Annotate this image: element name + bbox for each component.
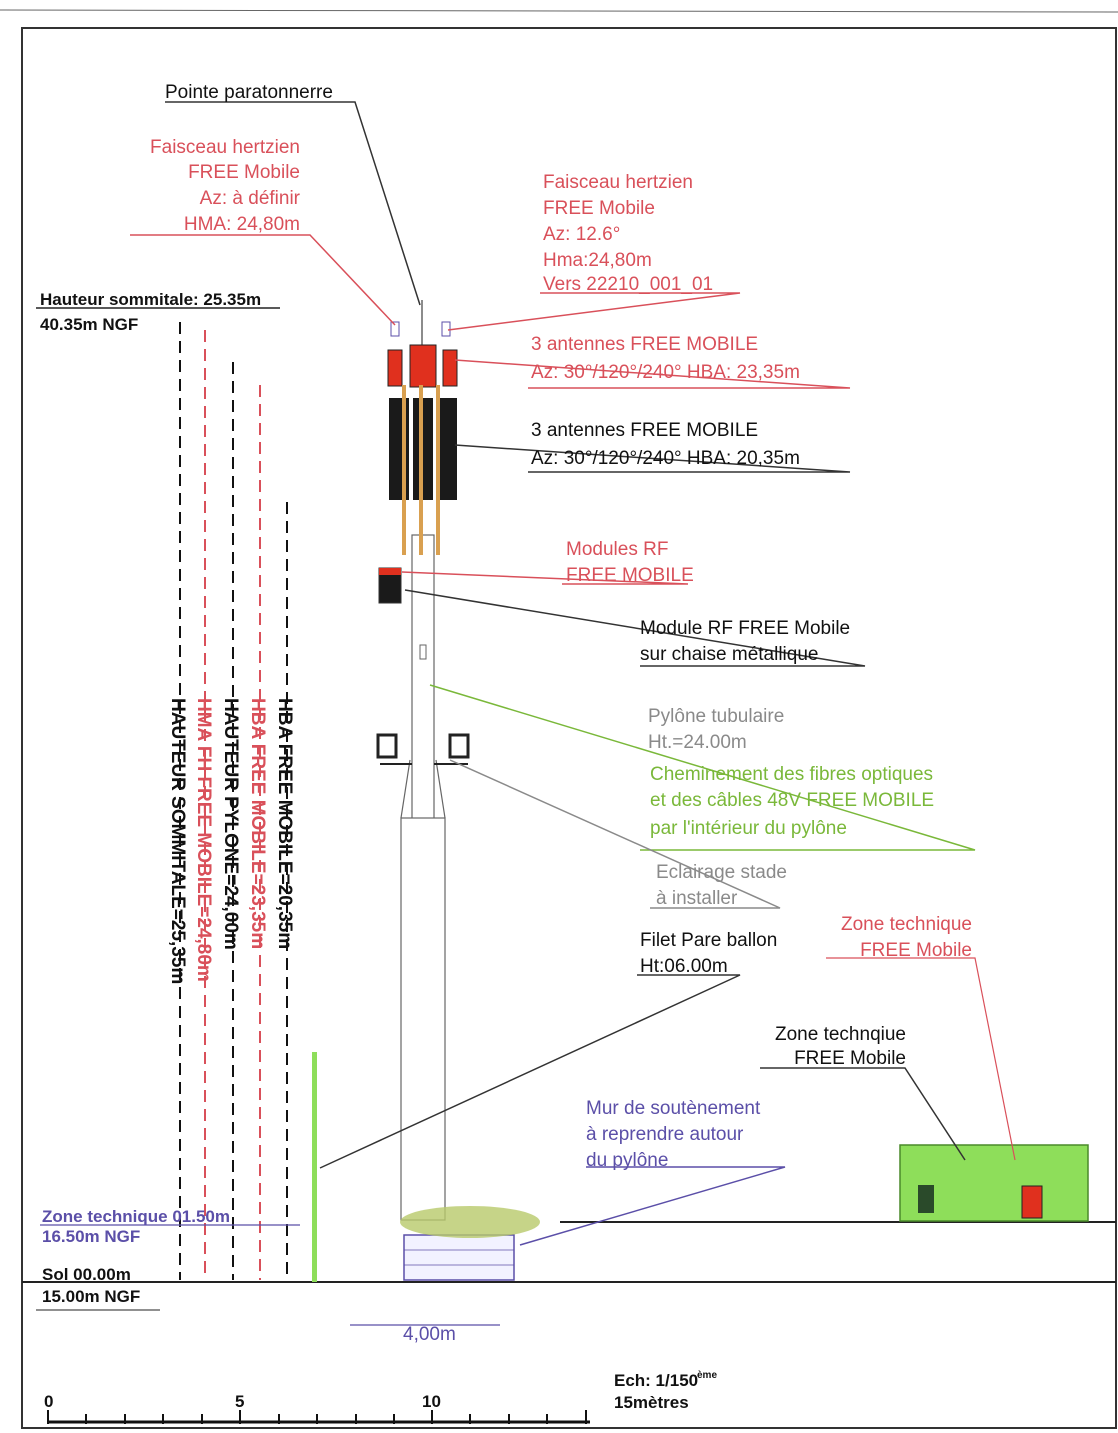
fh-right-line-2: FREE Mobile <box>543 198 655 219</box>
tech-zone-building <box>899 1144 1089 1222</box>
mur-line-3: du pylône <box>586 1150 668 1171</box>
cheminement-line-1: Cheminement des fibres optiques <box>650 764 933 785</box>
fh-right-line-1: Faisceau hertzien <box>543 172 693 193</box>
scale-tick-10: 10 <box>422 1392 441 1411</box>
vdim-hauteur-sommitale: HAUTEUR SOMMITALE=25,35m <box>167 698 188 984</box>
vdim-hauteur-pylone: HAUTEUR PYLONE=24,00m <box>220 698 241 950</box>
fh-left-line-2: FREE Mobile <box>188 162 300 183</box>
cheminement-line-2: et des câbles 48V FREE MOBILE <box>650 790 934 811</box>
label-pointe-paratonnerre: Pointe paratonnerre <box>165 82 333 103</box>
label-ngf-top: 40.35m NGF <box>40 315 138 334</box>
zone-tech-red-line-2: FREE Mobile <box>860 940 972 961</box>
module-chaise-line-1: Module RF FREE Mobile <box>640 618 850 639</box>
label-echelle: Ech: 1/150 <box>614 1371 698 1390</box>
label-echelle-superscript: ème <box>697 1370 717 1381</box>
zone-tech-black-line-1: Zone technqiue <box>775 1024 906 1045</box>
leader-lines <box>36 101 1016 1326</box>
vegetation <box>400 1206 540 1238</box>
label-metres: 15mètres <box>614 1393 689 1412</box>
vdim-hma: HMA FH FREE MOBILE=24,80m <box>193 698 214 982</box>
fh-dish-right-icon <box>441 321 451 337</box>
scale-bar <box>47 1410 590 1424</box>
antennas-black-line-1: 3 antennes FREE MOBILE <box>531 420 758 441</box>
module-chaise-line-2: sur chaise métallique <box>640 644 818 665</box>
net-post <box>312 1052 317 1282</box>
antennas-red-line-2: Az: 30°/120°/240° HBA: 23,35m <box>531 362 800 383</box>
filet-line-2: Ht:06.00m <box>640 956 728 977</box>
zone-tech-red-line-1: Zone technique <box>841 914 972 935</box>
cheminement-line-3: par l'intérieur du pylône <box>650 818 847 839</box>
fh-right-line-3: Az: 12.6° <box>543 224 620 245</box>
label-zone-technique-level: Zone technique 01.50m <box>42 1207 230 1226</box>
fh-left-line-4: HMA: 24,80m <box>184 214 300 235</box>
vertical-dimension-lines <box>179 322 288 1280</box>
fh-right-line-4: Hma:24,80m <box>543 250 652 271</box>
black-antennas <box>389 385 457 555</box>
label-sol: Sol 00.00m <box>42 1265 131 1284</box>
pylone-line-2: Ht.=24.00m <box>648 732 747 753</box>
vdim-hba-red: HBA FREE MOBILE=23,35m <box>247 698 268 949</box>
label-width-dimension: 4,00m <box>403 1324 456 1345</box>
drawing-frame <box>21 27 1117 1429</box>
modules-rf-line-2: FREE MOBILE <box>566 565 694 586</box>
eclairage-line-1: Eclairage stade <box>656 862 787 883</box>
eclairage-line-2: à installer <box>656 888 738 909</box>
label-ngf-sol: 15.00m NGF <box>42 1287 140 1306</box>
label-ngf-zone: 16.50m NGF <box>42 1227 140 1246</box>
fh-left-line-1: Faisceau hertzien <box>150 137 300 158</box>
vdim-hba-black: HBA FREE MOBILE=20,35m <box>274 698 295 949</box>
fh-dish-left-icon <box>390 321 400 337</box>
antennas-red-line-1: 3 antennes FREE MOBILE <box>531 334 758 355</box>
modules-rf-line-1: Modules RF <box>566 539 668 560</box>
red-antennas <box>387 321 458 388</box>
scale-tick-0: 0 <box>44 1392 53 1411</box>
antennas-black-line-2: Az: 30°/120°/240° HBA: 20,35m <box>531 448 800 469</box>
scale-tick-5: 5 <box>235 1392 244 1411</box>
top-border-line <box>0 9 1118 13</box>
retaining-wall <box>400 1206 540 1281</box>
rf-module <box>378 567 402 604</box>
pylone-line-1: Pylône tubulaire <box>648 706 784 727</box>
mur-line-2: à reprendre autour <box>586 1124 744 1145</box>
label-hauteur-sommitale: Hauteur sommitale: 25.35m <box>40 290 261 309</box>
pylon <box>400 300 446 1221</box>
fh-right-line-5: Vers 22210_001_01 <box>543 274 713 295</box>
filet-line-1: Filet Pare ballon <box>640 930 777 951</box>
mur-line-1: Mur de soutènement <box>586 1098 761 1119</box>
fh-left-line-3: Az: à définir <box>200 188 301 209</box>
stadium-lights <box>376 733 470 765</box>
zone-tech-black-line-2: FREE Mobile <box>794 1048 906 1069</box>
